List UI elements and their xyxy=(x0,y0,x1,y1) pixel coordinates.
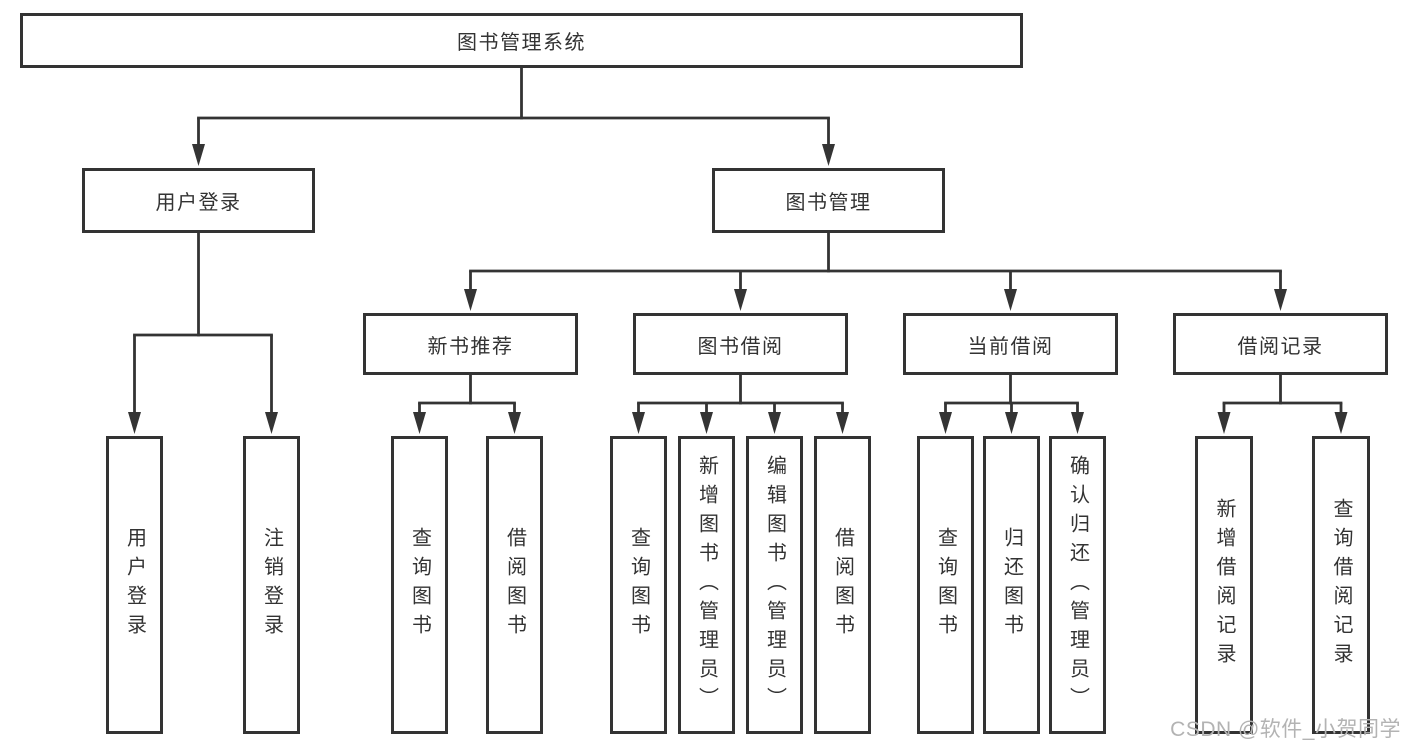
leaf-logout: 注销登录 xyxy=(243,436,300,734)
leaf-borrowing-borrow-books: 借阅图书 xyxy=(814,436,871,734)
leaf-records-query-record: 查询借阅记录 xyxy=(1312,436,1370,734)
leaf-records-add-record: 新增借阅记录 xyxy=(1195,436,1253,734)
leaf-label: 查询图书 xyxy=(627,527,650,643)
leaf-current-confirm-return-admin: 确认归还（管理员） xyxy=(1049,436,1106,734)
leaf-label: 借阅图书 xyxy=(831,527,854,643)
leaf-label: 新增借阅记录 xyxy=(1213,498,1235,672)
node-current-borrowing: 当前借阅 xyxy=(903,313,1118,375)
node-library-management-system: 图书管理系统 xyxy=(20,13,1023,68)
leaf-label: 借阅图书 xyxy=(503,527,526,643)
leaf-recommend-borrow-books: 借阅图书 xyxy=(486,436,543,734)
leaf-current-return-books: 归还图书 xyxy=(983,436,1040,734)
node-label: 新书推荐 xyxy=(427,335,514,358)
node-label: 用户登录 xyxy=(155,192,242,214)
leaf-user-login: 用户登录 xyxy=(106,436,163,734)
node-label: 借阅记录 xyxy=(1237,335,1324,358)
leaf-label: 用户登录 xyxy=(123,527,146,643)
leaf-label: 确认归还（管理员） xyxy=(1066,454,1089,716)
leaf-label: 注销登录 xyxy=(260,527,283,643)
node-new-book-recommend: 新书推荐 xyxy=(363,313,578,375)
leaf-label: 编辑图书（管理员） xyxy=(763,454,786,716)
node-label: 图书借阅 xyxy=(697,335,784,358)
leaf-borrowing-add-books-admin: 新增图书（管理员） xyxy=(678,436,735,734)
node-label: 当前借阅 xyxy=(967,335,1054,358)
leaf-borrowing-edit-books-admin: 编辑图书（管理员） xyxy=(746,436,803,734)
leaf-label: 查询图书 xyxy=(934,527,957,643)
node-book-management: 图书管理 xyxy=(712,168,945,233)
leaf-current-query-books: 查询图书 xyxy=(917,436,974,734)
node-user-login: 用户登录 xyxy=(82,168,315,233)
leaf-label: 查询图书 xyxy=(408,527,431,643)
node-label: 图书管理 xyxy=(785,192,872,214)
leaf-label: 新增图书（管理员） xyxy=(695,454,718,716)
node-book-borrowing: 图书借阅 xyxy=(633,313,848,375)
leaf-recommend-query-books: 查询图书 xyxy=(391,436,448,734)
node-borrowing-records: 借阅记录 xyxy=(1173,313,1388,375)
leaf-borrowing-query-books: 查询图书 xyxy=(610,436,667,734)
leaf-label: 查询借阅记录 xyxy=(1330,498,1352,672)
node-label: 图书管理系统 xyxy=(457,32,586,54)
leaf-label: 归还图书 xyxy=(1000,527,1023,643)
